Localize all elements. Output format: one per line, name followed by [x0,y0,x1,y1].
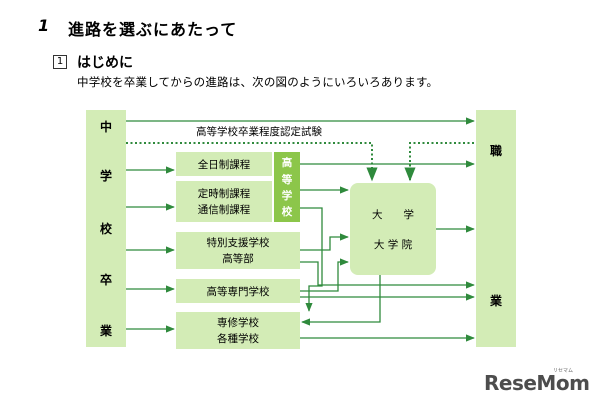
parttime-course-label: 定時制課程 [198,187,251,200]
left-column-char: 学 [100,168,112,183]
arrow-techcollege-to-university [300,258,349,292]
left-column-char: 卒 [100,272,112,287]
intro-text: 中学校を卒業してからの進路は、次の図のようにいろいろあります。 [77,75,439,89]
high-school-box [274,152,300,222]
vocational-school-box [176,312,300,349]
high-school-char: 等 [281,173,293,186]
resemom-logo: ReseMom [484,371,590,395]
high-school-char: 学 [282,189,293,202]
section-number: 1 [38,16,50,35]
subsection-number: 1 [53,55,67,69]
junior-high-graduation-box [86,110,126,347]
exam-label: 高等学校卒業程度認定試験 [196,125,322,138]
university-box [350,183,436,275]
graduate-school-label: 大 学 院 [374,238,413,251]
technical-college-label: 高等専門学校 [207,285,270,298]
right-column-char: 職 [490,143,502,158]
high-school-char: 高 [282,156,293,169]
vocational-school-label: 専修学校 [217,316,259,329]
arrow-university-to-vocational [301,275,381,326]
left-column-char: 校 [100,221,113,236]
left-column-char: 業 [99,323,113,338]
arrow-special-to-work [300,261,475,289]
fulltime-course-label: 全日制課程 [198,158,251,171]
left-column-char: 中 [100,119,112,134]
special-support-label: 高等部 [222,252,254,265]
special-support-school-box [176,232,300,269]
special-support-label: 特別支援学校 [207,236,270,249]
subsection-title: はじめに [77,55,133,71]
resemom-logo-kana: リセマム [553,368,574,374]
high-school-char: 校 [282,205,293,218]
dotted-work-to-university [404,142,474,182]
dotted-exam-to-university [126,142,378,182]
university-label: 大 学 [372,208,414,221]
arrow-highschool-to-vocational [300,207,323,312]
arrow-special-to-university [300,233,349,251]
parttime-correspondence-box [176,181,272,222]
technical-college-box [176,279,300,303]
section-title: 進路を選ぶにあたって [68,20,238,39]
correspondence-course-label: 通信制課程 [198,203,251,216]
right-column-char: 業 [489,293,503,308]
occupation-box [476,110,516,347]
vocational-school-label: 各種学校 [217,332,259,345]
fulltime-course-box [176,152,272,176]
